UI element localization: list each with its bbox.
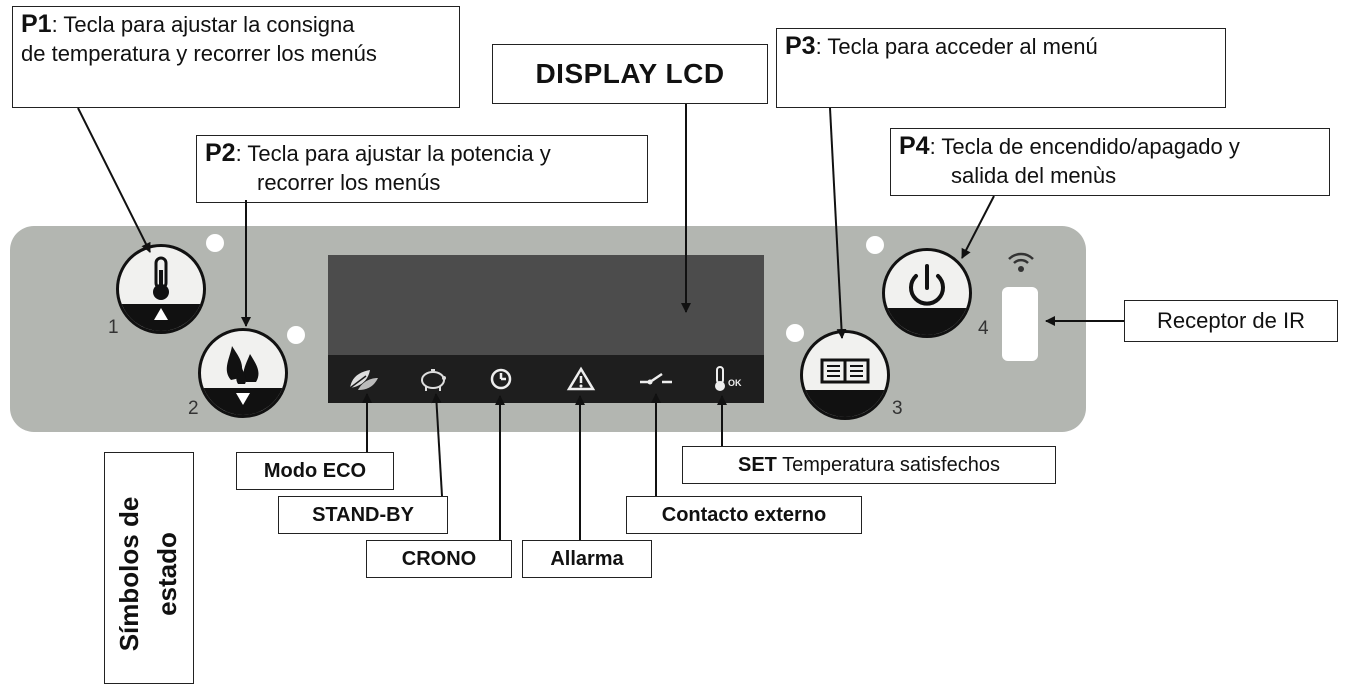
p1-key-label: P1 [21, 10, 52, 38]
ir-receiver-callout: Receptor de IR [1124, 300, 1338, 342]
label-modo-eco: Modo ECO [236, 452, 394, 490]
p4-text-line2: salida del menùs [951, 163, 1117, 188]
label-set-text: Temperatura satisfechos [776, 453, 1000, 476]
key-p1-temperature[interactable] [116, 244, 206, 334]
arrow-p3 [829, 107, 847, 339]
label-set-key: SET [738, 453, 777, 476]
arrow-standby [431, 393, 443, 497]
status-icon-strip [328, 355, 764, 403]
p4-key-label: P4 [899, 132, 930, 160]
p3-key-label: P3 [785, 32, 816, 60]
p1-text-line1: : Tecla para ajustar la consigna [51, 12, 355, 37]
led-indicator-3 [786, 324, 804, 342]
eco-icon [349, 370, 378, 390]
key-number-1: 1 [108, 317, 119, 338]
label-contacto-externo-text: Contacto externo [661, 503, 827, 526]
arrow-p1 [77, 107, 151, 253]
thermometer-icon [153, 256, 169, 320]
thermometer-ok-glyph [715, 366, 725, 391]
label-crono: CRONO [366, 540, 512, 578]
p4-text-line1: : Tecla de encendido/apagado y [929, 134, 1240, 159]
thermometer-ok-icon: OK [712, 364, 748, 394]
warning-icon [566, 366, 596, 391]
led-indicator-2 [287, 326, 305, 344]
label-modo-eco-text: Modo ECO [263, 459, 367, 482]
book-icon [820, 358, 870, 384]
clock-icon [490, 368, 512, 390]
arrow-p4 [961, 195, 995, 259]
key-p2-power-level[interactable] [198, 328, 288, 418]
switch-contact-icon [640, 372, 672, 385]
p2-text-line2: recorrer los menús [257, 170, 441, 195]
p4-callout: P4: Tecla de encendido/apagado y salida … [890, 128, 1330, 196]
label-stand-by: STAND-BY [278, 496, 448, 534]
key-number-2: 2 [188, 398, 199, 419]
label-contacto-externo: Contacto externo [626, 496, 862, 534]
thermometer-ok-text: OK [728, 378, 742, 388]
key-number-3: 3 [892, 398, 903, 419]
piggy-bank-icon [421, 369, 446, 391]
label-allarma: Allarma [522, 540, 652, 578]
key-number-4: 4 [978, 318, 989, 339]
p2-key-label: P2 [205, 139, 236, 167]
ir-receiver-label: Receptor de IR [1157, 308, 1305, 333]
label-allarma-text: Allarma [550, 547, 624, 570]
key-p4-on-off[interactable] [882, 248, 972, 338]
key-p3-band [803, 390, 887, 417]
p3-text: : Tecla para acceder al menú [815, 34, 1098, 59]
label-crono-text: CRONO [401, 547, 477, 570]
p2-callout: P2: Tecla para ajustar la potencia y rec… [196, 135, 648, 203]
key-p4-band [885, 308, 969, 335]
led-indicator-1 [206, 234, 224, 252]
p1-callout: P1: Tecla para ajustar la consigna de te… [12, 6, 460, 108]
ir-receiver-window [1002, 287, 1038, 361]
display-lcd-callout: DISPLAY LCD [492, 44, 768, 104]
p3-callout: P3: Tecla para acceder al menú [776, 28, 1226, 108]
display-lcd-label: DISPLAY LCD [535, 58, 725, 89]
label-stand-by-text: STAND-BY [312, 503, 414, 526]
flame-icon [226, 346, 259, 405]
p2-text-line1: : Tecla para ajustar la potencia y [235, 141, 551, 166]
label-set-temperatura: SET Temperatura satisfechos [682, 446, 1056, 484]
p1-text-line2: de temperatura y recorrer los menús [21, 41, 377, 66]
lcd-display [328, 255, 764, 403]
led-indicator-4 [866, 236, 884, 254]
status-symbols-box [104, 452, 194, 684]
power-icon [909, 264, 945, 306]
wifi-icon [1008, 252, 1034, 272]
